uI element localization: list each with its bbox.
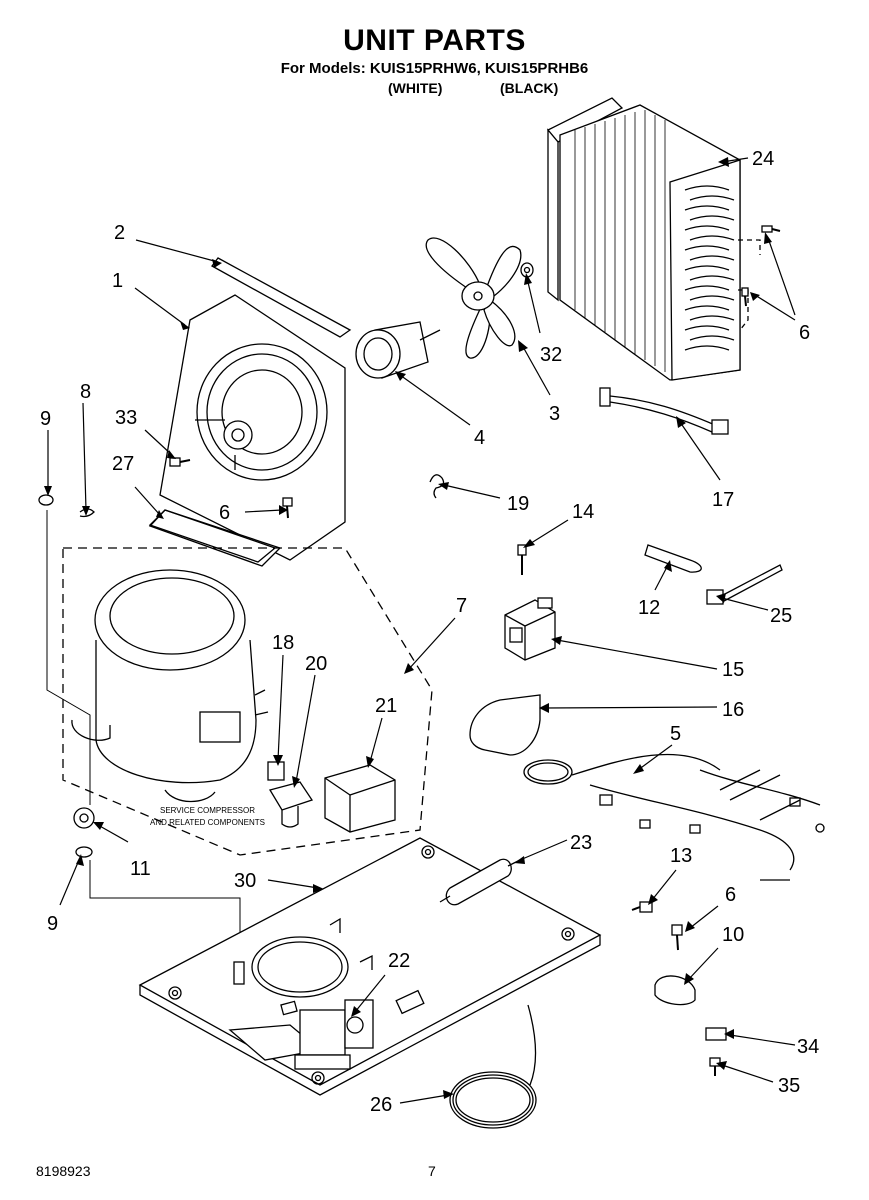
callout-23: 23 (570, 832, 592, 854)
wire-clip-icon (429, 474, 445, 499)
callout-9-bottom: 9 (47, 913, 58, 935)
fan-blade-part (425, 237, 522, 359)
callout-30: 30 (234, 870, 256, 892)
callout-12: 12 (638, 597, 660, 619)
callout-13: 13 (670, 845, 692, 867)
callout-6-condenser: 6 (799, 322, 810, 344)
cable-tie-part (706, 564, 783, 605)
overload-part (267, 761, 285, 781)
models-line: For Models: KUIS15PRHW6, KUIS15PRHB6 (280, 60, 589, 77)
switch-part (504, 597, 556, 661)
variant-black-label: (BLACK) (500, 80, 559, 96)
service-note-line2: AND RELATED COMPONENTS (150, 818, 265, 827)
callout-21: 21 (375, 695, 397, 717)
grommet-icon (73, 807, 95, 829)
callout-6-right: 6 (725, 884, 736, 906)
callout-26: 26 (370, 1094, 392, 1116)
wire-harness-part (599, 387, 729, 435)
callout-25: 25 (770, 605, 792, 627)
tubing-coil-part (449, 1004, 537, 1129)
callout-22: 22 (388, 950, 410, 972)
callout-8: 8 (80, 381, 91, 403)
document-number: 8198923 (36, 1163, 91, 1179)
variant-white-label: (WHITE) (388, 80, 443, 96)
callout-24: 24 (752, 148, 774, 170)
capacitor-part (324, 764, 396, 833)
callout-15: 15 (722, 659, 744, 681)
callout-16: 16 (722, 699, 744, 721)
washer-icon (38, 494, 54, 506)
clip-part (705, 1027, 727, 1041)
main-wire-harness-part (523, 753, 825, 881)
callout-2: 2 (114, 222, 125, 244)
compressor-part (71, 569, 269, 803)
fan-motor-part (355, 321, 441, 379)
screw-icon (631, 901, 653, 913)
tube-bracket-part (469, 694, 541, 756)
bracket-part (148, 509, 277, 563)
service-kit-outline (62, 547, 433, 856)
callout-32: 32 (540, 344, 562, 366)
callout-9-top: 9 (40, 408, 51, 430)
callout-20: 20 (305, 653, 327, 675)
callout-14: 14 (572, 501, 594, 523)
callout-18: 18 (272, 632, 294, 654)
callout-6-shroud: 6 (219, 502, 230, 524)
callout-4: 4 (474, 427, 485, 449)
screw-icon (709, 1057, 721, 1076)
fan-shroud-part (148, 257, 352, 567)
callout-3: 3 (549, 403, 560, 425)
base-plate-part (138, 837, 602, 1096)
relay-part (268, 781, 314, 828)
callout-34: 34 (797, 1036, 819, 1058)
service-note-line1: SERVICE COMPRESSOR (160, 806, 255, 815)
callout-7: 7 (456, 595, 467, 617)
callout-19: 19 (507, 493, 529, 515)
page-header: UNIT PARTS For Models: KUIS15PRHW6, KUIS… (0, 0, 869, 110)
screw-icon (741, 225, 781, 307)
callout-5: 5 (670, 723, 681, 745)
screw-icon (282, 497, 293, 519)
condenser-part (546, 97, 761, 381)
page-number: 7 (428, 1163, 436, 1179)
callout-11: 11 (130, 858, 151, 880)
screw-icon (671, 924, 683, 951)
tube-part (644, 544, 702, 573)
callout-10: 10 (722, 924, 744, 946)
page-title: UNIT PARTS (343, 24, 526, 57)
washer-icon (75, 846, 93, 858)
water-valve-part (280, 999, 374, 1070)
callout-27: 27 (112, 453, 134, 475)
callout-35: 35 (778, 1075, 800, 1097)
screw-icon (517, 544, 527, 575)
callout-1: 1 (112, 270, 123, 292)
callout-17: 17 (712, 489, 734, 511)
callout-33: 33 (115, 407, 137, 429)
